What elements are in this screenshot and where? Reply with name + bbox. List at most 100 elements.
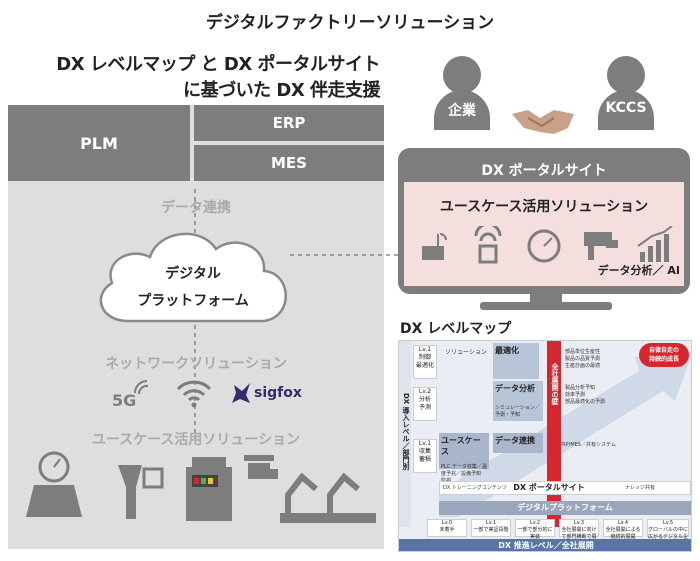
bottom-level-lv: Lv.5 <box>662 520 674 526</box>
usecase-label: ユースケース <box>441 436 481 456</box>
wifi-icon <box>176 380 212 408</box>
row-label-b: 予測 <box>418 404 431 411</box>
bottom-level-lv: Lv.2 <box>529 520 541 526</box>
gauge-icon <box>527 229 561 263</box>
headline-line-1: DX レベルマップ と DX ポータルサイト <box>56 54 380 75</box>
router-icon <box>422 233 447 260</box>
bar-chart-icon <box>637 226 673 262</box>
portal-title: DX ポータルサイト <box>481 163 607 179</box>
plm-system: PLM <box>8 105 190 181</box>
sensor-wifi-icon <box>474 226 502 264</box>
portal-bar <box>439 481 691 495</box>
right-note: 部品単位生産性 <box>565 349 601 355</box>
row-label-b: 最適化 <box>415 362 434 369</box>
right-note: 製品の品質予測 <box>565 356 601 362</box>
right-note: 製品分析予知 <box>565 385 596 391</box>
bottom-level-text: 一部で部分的に実装 <box>517 527 553 540</box>
bottom-level-text: 全社展開による継続的展開 <box>605 527 641 540</box>
horizontal-connector <box>290 254 400 256</box>
levelmap-row-3: Lv.1 収集 蓄積 <box>413 439 437 473</box>
row-label-a: 制御 <box>418 354 431 361</box>
analysis-label: データ分析 <box>495 384 535 393</box>
portal-subtitle: ユースケース活用ソリューション <box>439 199 649 215</box>
bottom-level-lv: Lv.1 <box>485 520 497 526</box>
monitor-stand <box>530 294 562 304</box>
5g-label: 5G <box>112 391 137 410</box>
right-notes: 部品単位生産性 製品の品質予測 生産計画の最適 <box>565 349 600 370</box>
analytics-label: データ分析／ AI <box>597 264 680 277</box>
monitor-base <box>480 302 612 310</box>
levelmap-left-axis-label: DX 導入レベル／部門別 <box>402 393 410 470</box>
portal-device-icons <box>422 226 673 264</box>
company-label: 企業 <box>448 103 476 119</box>
cloud-label-1: デジタル <box>165 266 221 282</box>
right-notes-2: 製品分析予知 効率予測 部品最適化の予測 <box>565 385 605 406</box>
robot-arm-line-icon <box>244 455 376 523</box>
row-label-b: 蓄積 <box>418 456 431 463</box>
right-note: 部品最適化の予測 <box>565 399 606 405</box>
levelmap-bottom-axis <box>399 539 691 551</box>
optimize-block: 最適化 <box>493 343 539 379</box>
mes-note: ERP/MES／共有システム <box>559 442 616 448</box>
mes-system: MES <box>194 145 384 181</box>
factory-panel: PLM ERP MES データ連携 デジタル プラットフォーム ネットワークソリ… <box>8 105 384 549</box>
sigfox-label: sigfox <box>254 385 302 401</box>
portal-screen <box>404 182 684 286</box>
dx-level-map: DX 導入レベル／部門別 Lv.1 制御 最適化 Lv.2 分析 予測 Lv.1… <box>398 340 692 552</box>
row-label-a: 収集 <box>418 448 431 455</box>
levelmap-left-axis <box>399 341 411 527</box>
levelmap-row-2: Lv.2 分析 予測 <box>413 387 437 421</box>
sigfox-logo-icon <box>232 383 250 403</box>
bottom-level-text: 未着手 <box>439 527 455 533</box>
row-label-a: 分析 <box>418 396 431 403</box>
erp-system: ERP <box>194 105 384 141</box>
network-solution-label: ネットワークソリューション <box>105 356 287 372</box>
bottom-level-lv: Lv.3 <box>573 520 585 526</box>
right-note: 効率予測 <box>565 392 586 398</box>
levelmap-bottom-axis-label: DX 推進レベル／全社展開 <box>498 541 594 550</box>
weighing-scale-icon <box>26 451 82 517</box>
growth-arrow <box>439 351 691 517</box>
knowledge-label: ナレッジ共有 <box>625 485 656 491</box>
usecase-solution-label: ユースケース活用ソリューション <box>91 432 301 448</box>
datalink-block: データ連携 <box>493 433 543 453</box>
row-level: Lv.1 <box>418 440 432 447</box>
datalink-label: データ連携 <box>495 436 535 445</box>
levelmap-title: DX レベルマップ <box>400 321 512 337</box>
signal-waves-icon <box>134 380 149 395</box>
usecase-block: ユースケース PLC データ収集／温度予兆／設備予知 監視 <box>439 433 489 484</box>
autonomy-badge: 自律自走の 持続的成長 <box>639 343 689 367</box>
handshake-icon <box>512 110 574 134</box>
row-level: Lv.2 <box>418 388 432 395</box>
optimize-label: 最適化 <box>495 346 519 355</box>
bottom-level-text: 一部で実証段階 <box>473 527 509 533</box>
kccs-label: KCCS <box>605 100 647 116</box>
platform-bar <box>439 501 691 515</box>
platform-bar-label: デジタルプラットフォーム <box>517 503 613 512</box>
bottom-level-lv: Lv.0 <box>441 520 453 526</box>
bottom-level-3: Lv.3全社展開に向けて部門横断で展開 <box>559 519 599 547</box>
control-cabinet-icon <box>186 457 232 521</box>
company-person-icon: 企業 <box>434 56 490 130</box>
autonomy-line-1: 自律自走の <box>648 347 679 354</box>
levelmap-row-1: Lv.1 制御 最適化 <box>413 345 437 379</box>
training-label: DX トレーニングコンテンツ <box>443 485 507 491</box>
cloud-label-2: プラットフォーム <box>137 293 249 309</box>
kccs-person-icon: KCCS <box>598 56 654 130</box>
simulation-label: シミュレーション／予測・予知 <box>495 405 540 418</box>
analysis-block: データ分析 シミュレーション／予測・予知 <box>493 381 543 421</box>
data-link-label: データ連携 <box>161 200 231 216</box>
row-level: Lv.1 <box>418 346 432 353</box>
cloud-icon <box>99 232 287 323</box>
camera-icon <box>584 232 618 260</box>
hopper-icon <box>118 465 164 519</box>
right-note: 生産計画の最適 <box>565 363 601 369</box>
page-title: デジタルファクトリーソリューション <box>205 13 495 33</box>
wall-label: 全社展開の壁 <box>551 363 559 405</box>
solution-label: ソリューション <box>445 349 487 356</box>
bottom-level-5: Lv.5グローバルの中に広がるデジタル企業 <box>647 519 689 547</box>
bottom-level-lv: Lv.4 <box>617 520 629 526</box>
